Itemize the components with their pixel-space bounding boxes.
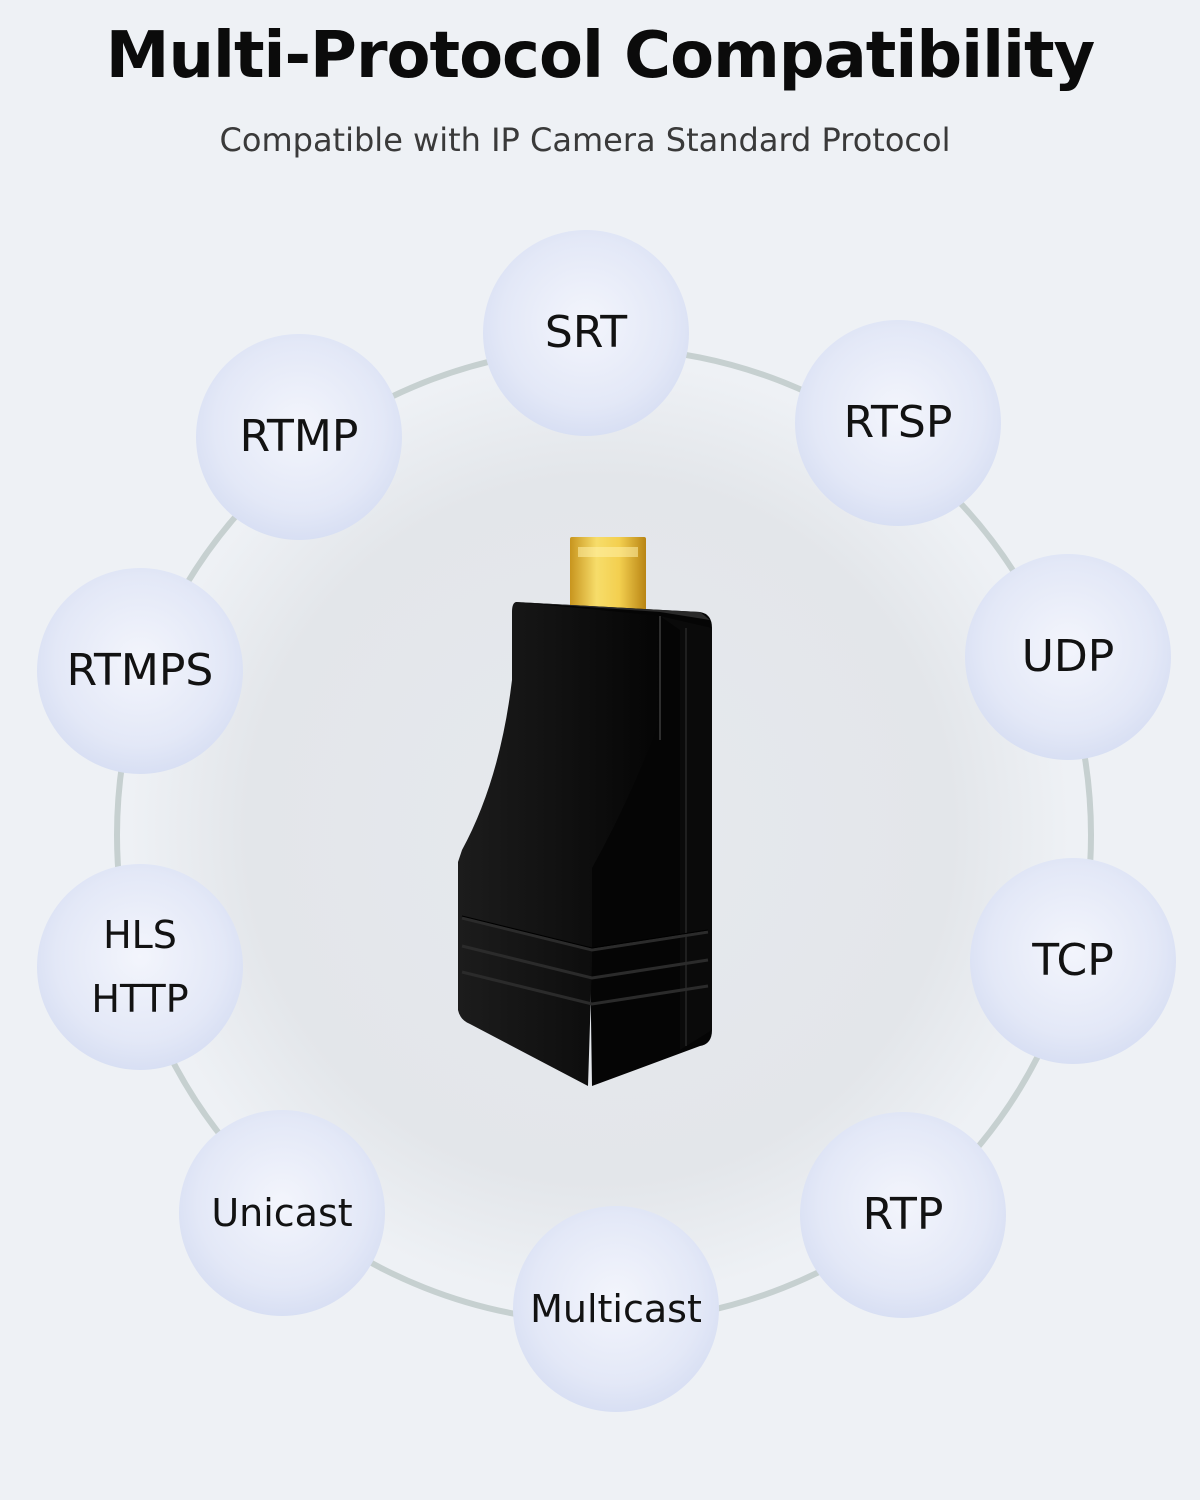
hdmi-adapter-device bbox=[458, 537, 712, 1086]
protocol-label: SRT bbox=[544, 307, 628, 358]
protocol-label: RTMPS bbox=[66, 645, 214, 696]
protocol-bubble-rtmp: RTMP bbox=[196, 334, 402, 540]
protocol-bubble-srt: SRT bbox=[483, 230, 689, 436]
protocol-bubble-rtmps: RTMPS bbox=[37, 568, 243, 774]
protocol-label: RTMP bbox=[239, 411, 359, 462]
protocol-label: HLS HTTP bbox=[91, 913, 189, 1021]
protocol-label: Unicast bbox=[211, 1191, 353, 1235]
protocol-label: RTSP bbox=[843, 397, 953, 448]
protocol-label: TCP bbox=[1032, 935, 1114, 986]
protocol-label: Multicast bbox=[530, 1287, 702, 1331]
page-subtitle: Compatible with IP Camera Standard Proto… bbox=[219, 121, 951, 159]
protocol-bubble-hls-http: HLS HTTP bbox=[37, 864, 243, 1070]
protocol-label: UDP bbox=[1021, 631, 1115, 682]
protocol-bubble-tcp: TCP bbox=[970, 858, 1176, 1064]
protocol-bubble-unicast: Unicast bbox=[179, 1110, 385, 1316]
protocol-label: RTP bbox=[862, 1189, 944, 1240]
protocol-bubble-multicast: Multicast bbox=[513, 1206, 719, 1412]
protocol-bubble-rtp: RTP bbox=[800, 1112, 1006, 1318]
page-title: Multi-Protocol Compatibility bbox=[105, 19, 1096, 93]
protocol-bubble-rtsp: RTSP bbox=[795, 320, 1001, 526]
protocol-bubble-udp: UDP bbox=[965, 554, 1171, 760]
